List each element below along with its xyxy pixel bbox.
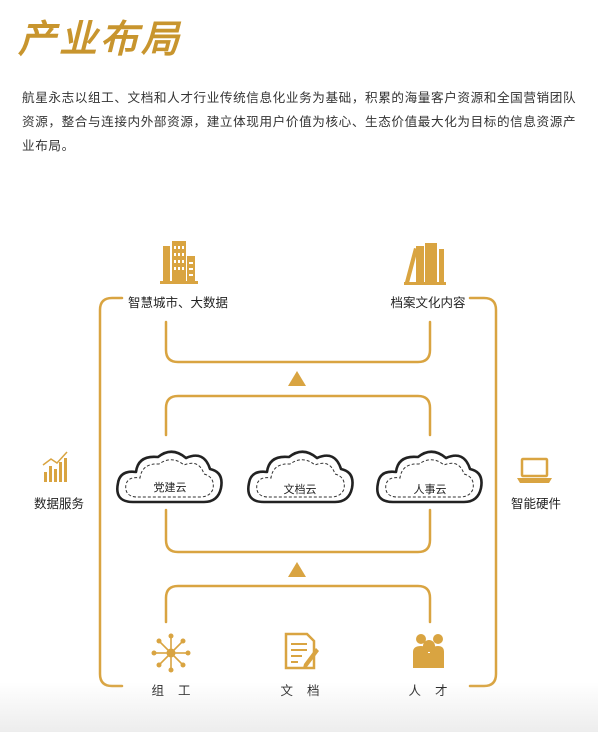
upper-arrow — [288, 371, 306, 386]
lower-arrow — [288, 562, 306, 577]
network-icon — [151, 633, 191, 673]
page-title: 产业布局 — [18, 16, 183, 61]
intro-paragraph: 航星永志以组工、文档和人才行业传统信息化业务为基础，积累的海量客户资源和全国营销… — [22, 90, 577, 153]
right-label: 智能硬件 — [510, 496, 562, 511]
left-label: 数据服务 — [33, 496, 85, 511]
cloud-label-wendang: 文档云 — [283, 483, 317, 496]
bar-chart-icon — [42, 451, 68, 482]
top-left-label: 智慧城市、大数据 — [127, 295, 229, 310]
mountain-background — [0, 682, 598, 732]
building-icon — [160, 241, 198, 284]
middle-lower-bracket-line — [164, 508, 432, 554]
bottom-bracket-line — [164, 584, 432, 624]
cloud-label-renshi: 人事云 — [413, 483, 447, 496]
books-icon — [404, 243, 446, 285]
top-right-label: 档案文化内容 — [390, 295, 466, 310]
laptop-icon — [517, 457, 552, 483]
middle-upper-bracket-line — [164, 394, 432, 437]
document-icon — [284, 632, 319, 670]
people-icon — [413, 634, 444, 668]
top-bracket-line — [164, 320, 432, 364]
cloud-label-dangjian: 党建云 — [153, 481, 187, 494]
